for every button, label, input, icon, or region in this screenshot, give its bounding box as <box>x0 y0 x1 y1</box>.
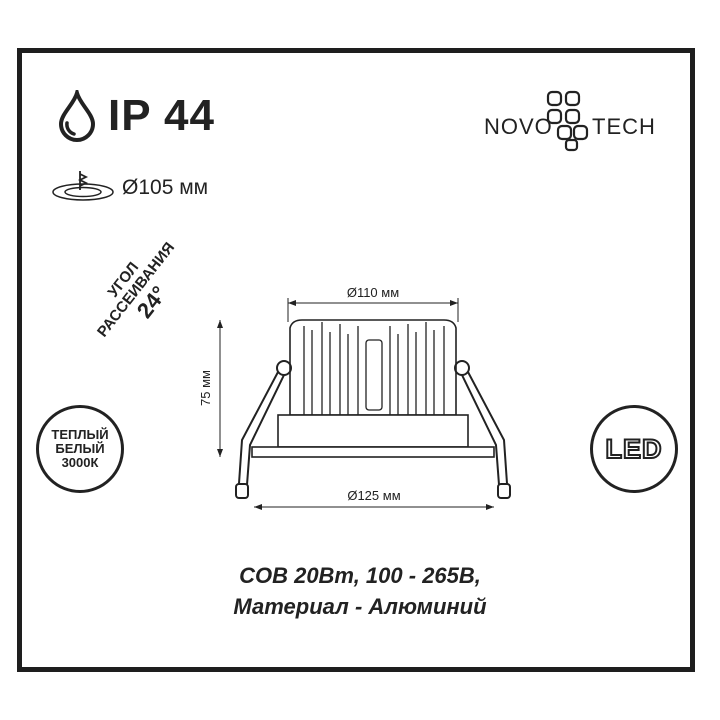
height-label: 75 мм <box>198 370 213 406</box>
brand-logo: NOVO TECH <box>484 90 656 152</box>
led-badge-text: LED <box>605 433 663 465</box>
top-width-dimension: Ø110 мм <box>287 285 459 322</box>
bottom-width-label: Ø125 мм <box>347 488 400 503</box>
ip-rating: IP 44 <box>108 91 215 140</box>
color-temp-line1: ТЕПЛЫЙ <box>51 426 109 442</box>
spring-clip-left <box>235 360 292 499</box>
novotech-knot-icon <box>546 90 589 152</box>
brand-name-right: TECH <box>592 114 656 139</box>
downlight-dimension-drawing: Ø110 мм 75 мм <box>198 285 511 510</box>
brand-name-left: NOVO <box>484 114 553 139</box>
color-temperature-badge: ТЕПЛЫЙ БЕЛЫЙ 3000К <box>36 405 124 493</box>
spec-power-voltage: СОВ 20Вт, 100 - 265В, <box>239 563 481 588</box>
led-badge: LED <box>590 405 678 493</box>
ceiling-cutout-icon <box>52 171 114 201</box>
trim-ring <box>251 414 495 458</box>
spec-material: Материал - Алюминий <box>233 594 487 619</box>
water-drop-icon <box>58 90 96 142</box>
heatsink <box>289 319 457 416</box>
bottom-width-dimension: Ø125 мм <box>254 488 494 510</box>
top-width-label: Ø110 мм <box>347 285 399 300</box>
spring-clip-right <box>454 360 511 499</box>
cutout-diameter: Ø105 мм <box>122 176 209 199</box>
color-temp-line3: 3000К <box>61 455 99 471</box>
height-dimension: 75 мм <box>198 320 223 457</box>
color-temp-line2: БЕЛЫЙ <box>55 440 105 456</box>
